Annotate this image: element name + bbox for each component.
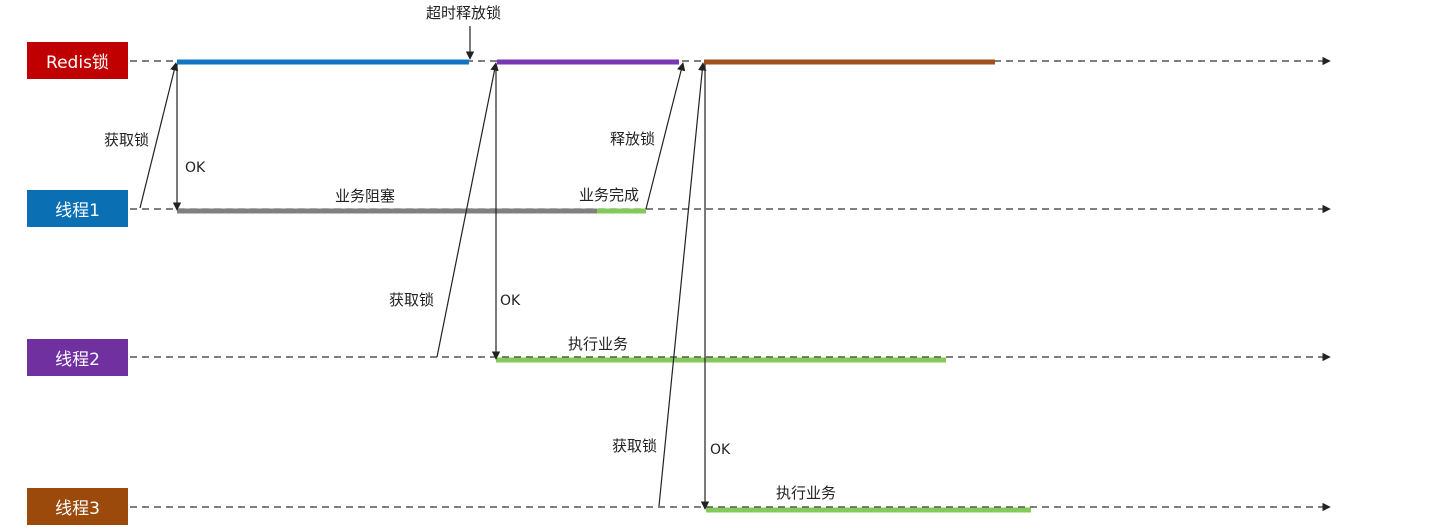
- redis-lock-lane-label: Redis锁: [27, 42, 128, 79]
- thread2-ok-label: OK: [500, 293, 521, 309]
- thread3-lane-label: 线程3: [27, 488, 128, 525]
- thread1-lane-label: 线程1: [27, 190, 128, 227]
- thread1-acquire-arrow: [139, 62, 179, 209]
- thread1-ok-label: OK: [185, 160, 206, 176]
- thread2-lane-label: 线程2: [27, 339, 128, 376]
- thread1-acquire-label: 获取锁: [104, 131, 150, 149]
- thread1-release-label: 释放锁: [610, 130, 656, 148]
- thread1-blocked-label: 业务阻塞: [335, 187, 396, 205]
- thread2-exec-label: 执行业务: [568, 335, 629, 353]
- thread2-acquire-arrow: [436, 62, 499, 358]
- thread3-ok-label: OK: [710, 442, 731, 458]
- timeout-release-label: 超时释放锁: [426, 4, 502, 22]
- thread1-release-arrow: [645, 62, 686, 210]
- thread2-acquire-label: 获取锁: [389, 291, 435, 309]
- thread3-acquire-arrow: [658, 62, 707, 507]
- thread1-done-label: 业务完成: [579, 186, 640, 204]
- thread3-exec-label: 执行业务: [776, 484, 837, 502]
- thread3-acquire-label: 获取锁: [612, 437, 658, 455]
